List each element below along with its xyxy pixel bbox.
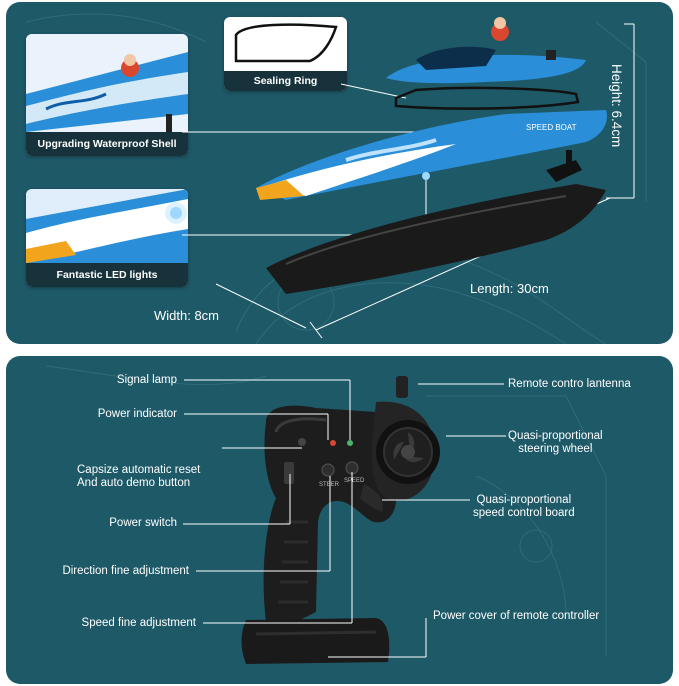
power-switch-callout: Power switch	[109, 517, 177, 529]
antenna-callout: Remote contro lantenna	[508, 378, 631, 390]
antenna	[396, 376, 408, 398]
signal-lamp-led	[347, 440, 353, 446]
waterproof-shell-label: Upgrading Waterproof Shell	[26, 132, 188, 156]
sealing-ring-image	[234, 23, 338, 63]
steer-trim-knob[interactable]	[321, 463, 335, 477]
hull-decal-text: SPEED BOAT	[526, 123, 577, 132]
power-cover-callout: Power cover of remote controller	[433, 610, 600, 622]
width-label: Width: 8cm	[154, 308, 220, 323]
shell-closeup-image	[26, 34, 188, 132]
exploded-boat-illustration: SPEED BOAT	[256, 17, 608, 294]
boat-canopy	[386, 17, 586, 84]
boat-hull-bottom	[266, 150, 606, 294]
top-leader-lines	[182, 23, 635, 339]
length-label: Length: 30cm	[470, 281, 549, 296]
speed-knob-label: SPEED	[344, 478, 365, 484]
led-closeup-image	[26, 189, 188, 263]
capsize-reset-callout: Capsize automatic reset And auto demo bu…	[77, 464, 201, 489]
height-label: Height: 6.4cm	[609, 64, 624, 148]
speed-trigger[interactable]	[360, 484, 383, 512]
controller-body	[263, 405, 403, 622]
direction-fine-adjustment-callout: Direction fine adjustment	[62, 565, 189, 577]
bottom-leader-lines	[183, 379, 506, 658]
speed-control-callout: Quasi-proportional speed control board	[473, 494, 575, 519]
steering-wheel-callout: Quasi-proportional steering wheel	[508, 430, 603, 455]
battery-cover-base	[241, 618, 390, 664]
boat-shell: SPEED BOAT	[256, 110, 608, 200]
capsize-reset-button[interactable]	[298, 438, 306, 446]
waterproof-shell-thumbnail: Upgrading Waterproof Shell	[26, 34, 188, 156]
speed-fine-adjustment-callout: Speed fine adjustment	[81, 617, 196, 629]
sealing-ring-label: Sealing Ring	[224, 71, 347, 91]
boat-dimensions-panel: Upgrading Waterproof Shell Fantastic LED…	[6, 2, 673, 344]
power-indicator-led	[330, 440, 336, 446]
background-line-art-2	[45, 365, 607, 656]
led-lights-thumbnail: Fantastic LED lights	[26, 189, 188, 287]
steer-knob-label: STEER	[319, 482, 340, 488]
led-lights-label: Fantastic LED lights	[26, 263, 188, 287]
remote-controller-illustration: STEER SPEED	[241, 376, 440, 664]
power-indicator-callout: Power indicator	[97, 408, 177, 420]
power-switch[interactable]	[284, 462, 294, 484]
remote-controller-panel: STEER SPEED Signal lamp Power indicator …	[6, 356, 673, 684]
signal-lamp-callout: Signal lamp	[116, 374, 177, 386]
sealing-ring-thumbnail: Sealing Ring	[224, 17, 347, 91]
